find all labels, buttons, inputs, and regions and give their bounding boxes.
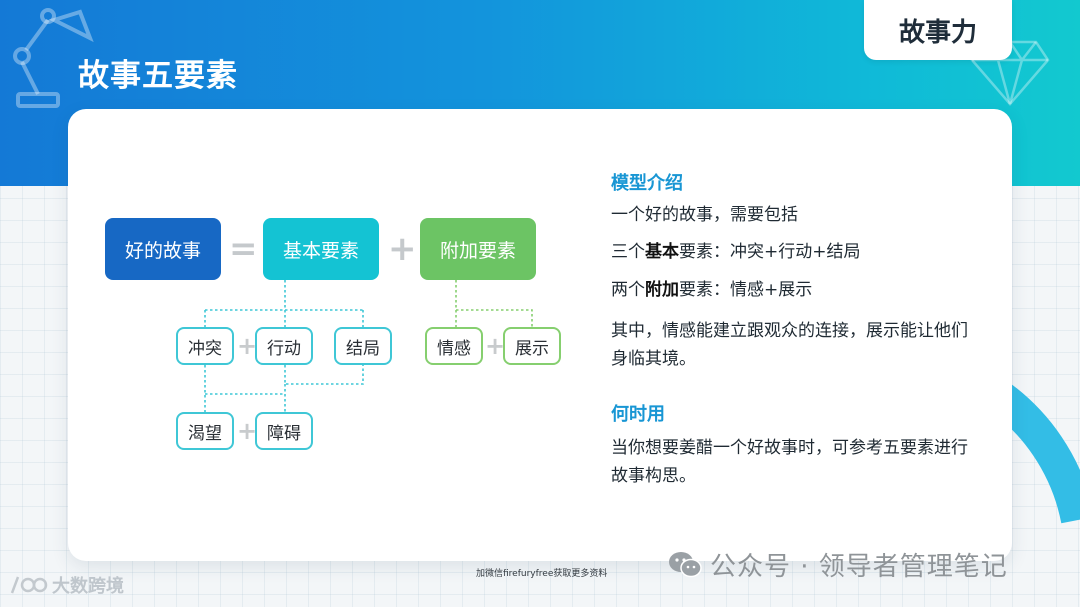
extra-elements-box: 附加要素 bbox=[420, 218, 536, 280]
model-title: 模型介绍 bbox=[611, 173, 683, 194]
model-line-1: 一个好的故事，需要包括 bbox=[611, 205, 798, 225]
lamp-icon bbox=[13, 8, 94, 108]
watermark-text: 公众号 · 领导者管理笔记 bbox=[710, 552, 1008, 582]
conflict-box: 冲突 bbox=[176, 327, 234, 365]
brand-logo: 大数跨境 bbox=[8, 572, 124, 598]
model-line-4: 其中，情感能建立跟观众的连接，展示能让他们身临其境。 bbox=[611, 321, 968, 369]
when-text: 当你想要姜醋一个好故事时，可参考五要素进行故事构思。 bbox=[611, 438, 968, 486]
when-title: 何时用 bbox=[611, 404, 665, 425]
display-box: 展示 bbox=[503, 327, 561, 365]
plus-sign-small: + bbox=[485, 332, 506, 360]
emotion-box: 情感 bbox=[425, 327, 483, 365]
model-line-3: 两个附加要素：情感+展示 bbox=[611, 280, 813, 300]
desire-box: 渴望 bbox=[176, 412, 234, 450]
plus-sign: + bbox=[388, 229, 417, 269]
bottom-note: 加微信firefuryfree获取更多资料 bbox=[476, 569, 608, 579]
plus-sign-small: + bbox=[237, 332, 258, 360]
equals-sign: = bbox=[229, 229, 258, 269]
model-line-2: 三个基本要素：冲突+行动+结局 bbox=[611, 242, 861, 262]
action-box: 行动 bbox=[255, 327, 313, 365]
plus-sign-small: + bbox=[237, 417, 258, 445]
basic-elements-box: 基本要素 bbox=[263, 218, 379, 280]
corner-tag: 故事力 bbox=[864, 0, 1012, 60]
page-title: 故事五要素 bbox=[78, 58, 238, 94]
logo-text: 大数跨境 bbox=[52, 576, 124, 597]
obstacle-box: 障碍 bbox=[255, 412, 313, 450]
wechat-icon bbox=[669, 551, 702, 577]
good-story-box: 好的故事 bbox=[105, 218, 221, 280]
watermark: 公众号 · 领导者管理笔记 bbox=[668, 546, 1008, 583]
logo-mark-icon bbox=[10, 576, 48, 594]
result-box: 结局 bbox=[334, 327, 392, 365]
